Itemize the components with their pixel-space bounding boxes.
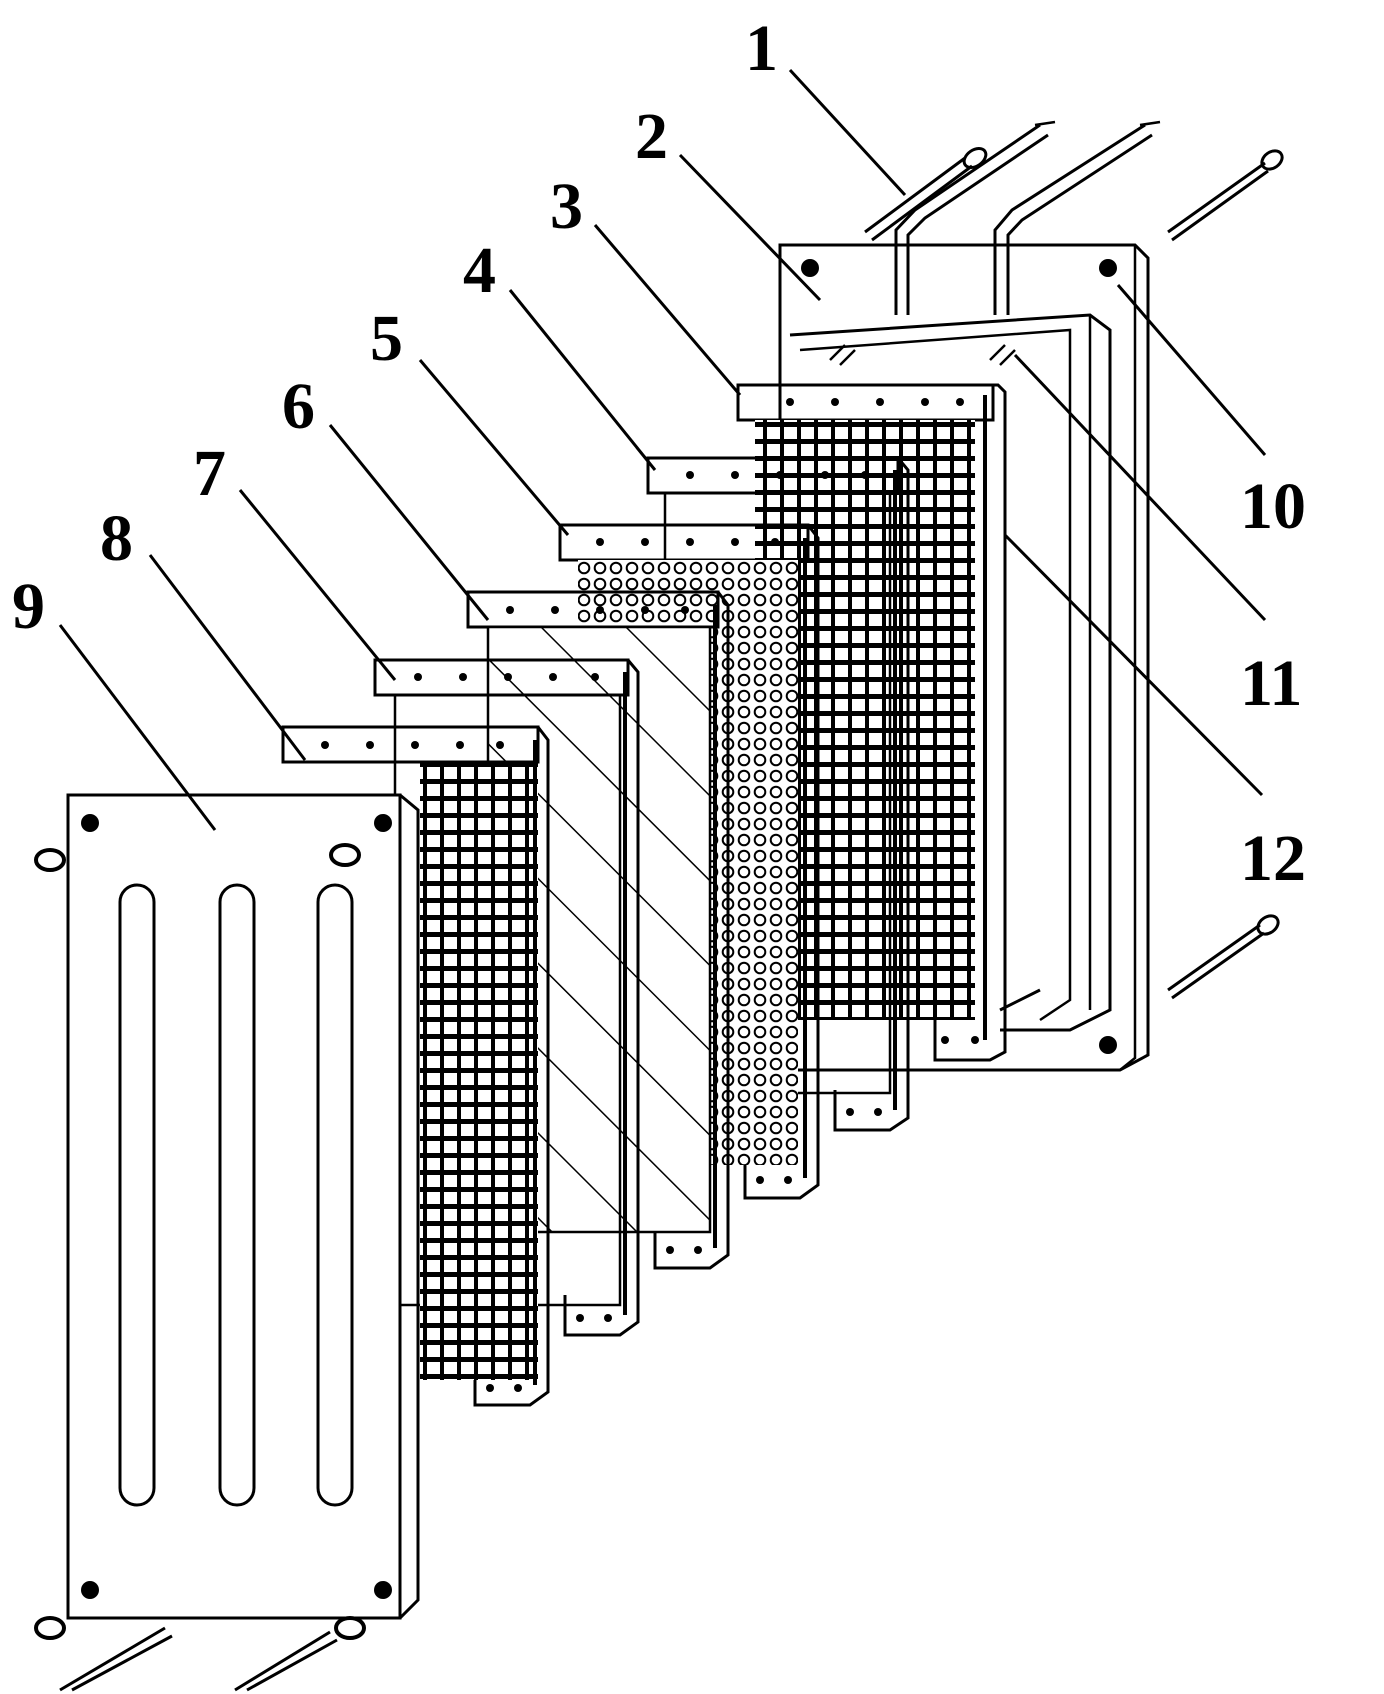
reference-labels: 1 2 3 4 5 6 7 8 9 10 11 12 bbox=[12, 12, 1306, 895]
ref-label-10: 10 bbox=[1240, 470, 1306, 543]
ref-label-2: 2 bbox=[635, 100, 668, 173]
mesh-plate-8 bbox=[281, 725, 550, 1407]
ref-label-5: 5 bbox=[370, 302, 403, 375]
inlet-pipes-1 bbox=[864, 120, 1161, 315]
ref-label-3: 3 bbox=[550, 170, 583, 243]
leader-lines bbox=[58, 68, 1267, 831]
ref-label-6: 6 bbox=[282, 370, 315, 443]
ref-label-4: 4 bbox=[463, 234, 496, 307]
ref-label-8: 8 bbox=[100, 502, 133, 575]
ref-label-12: 12 bbox=[1240, 822, 1306, 895]
ref-label-1: 1 bbox=[745, 12, 778, 85]
ref-label-9: 9 bbox=[12, 570, 45, 643]
ref-label-11: 11 bbox=[1240, 647, 1302, 720]
tie-rod-bolts bbox=[1167, 149, 1284, 1000]
front-cover-plate-9 bbox=[34, 793, 420, 1692]
chamber-frame-2 bbox=[789, 313, 1112, 1032]
ref-label-7: 7 bbox=[193, 437, 226, 510]
